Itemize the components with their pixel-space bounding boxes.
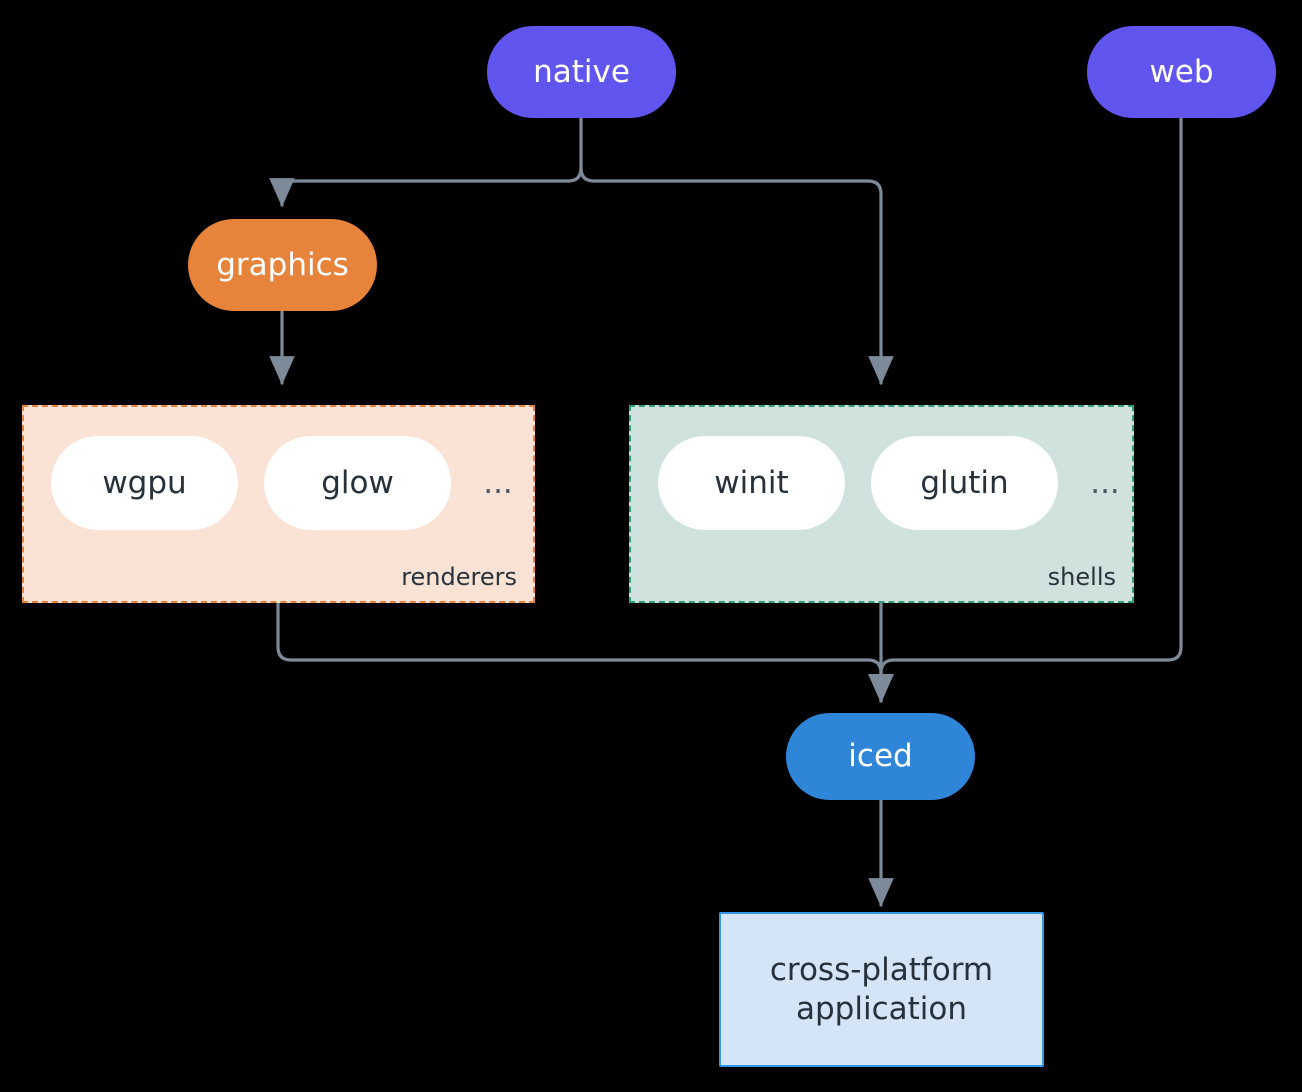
node-iced[interactable]: iced [786, 713, 975, 800]
node-web-label: web [1149, 53, 1214, 90]
edge-native-to-shells [579, 166, 894, 385]
group-item-glow-label: glow [321, 465, 394, 501]
group-item-wgpu[interactable]: wgpu [51, 436, 238, 530]
group-item-winit[interactable]: winit [658, 436, 845, 530]
group-renderers: wgpu glow ... renderers [22, 405, 535, 603]
group-item-glutin[interactable]: glutin [871, 436, 1058, 530]
group-shells: winit glutin ... shells [629, 405, 1134, 603]
node-application-line1: cross-platform [769, 951, 994, 988]
node-iced-label: iced [848, 738, 913, 775]
group-item-wgpu-label: wgpu [102, 465, 187, 501]
node-graphics[interactable]: graphics [188, 219, 377, 311]
node-application-line2: application [796, 990, 967, 1027]
node-native[interactable]: native [487, 26, 676, 118]
edge-native-to-graphics [269, 166, 583, 207]
edge-renderers-to-iced [276, 601, 894, 703]
node-native-label: native [533, 53, 630, 90]
node-application[interactable]: cross-platform application [719, 912, 1044, 1067]
node-web[interactable]: web [1087, 26, 1276, 118]
node-graphics-label: graphics [216, 246, 349, 283]
group-shells-overflow: ... [1090, 465, 1120, 501]
group-renderers-label: renderers [401, 563, 517, 591]
group-renderers-overflow: ... [483, 465, 513, 501]
group-shells-label: shells [1047, 563, 1116, 591]
group-item-glow[interactable]: glow [264, 436, 451, 530]
group-item-glutin-label: glutin [920, 465, 1009, 501]
group-item-winit-label: winit [714, 465, 789, 501]
